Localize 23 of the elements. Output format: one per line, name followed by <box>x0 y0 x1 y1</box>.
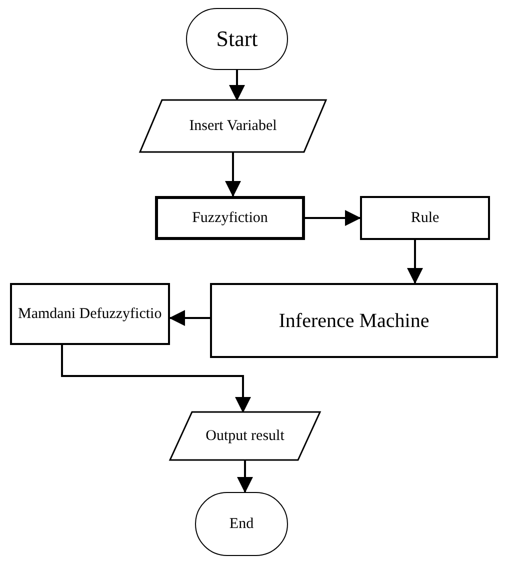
process-box <box>10 283 170 345</box>
process-box <box>155 196 305 240</box>
arrow <box>61 345 251 413</box>
process-box <box>210 283 498 358</box>
process-box <box>360 196 490 240</box>
node-label: Insert Variabel <box>189 117 277 135</box>
input-parallelogram <box>140 100 326 152</box>
arrow <box>169 310 210 326</box>
node-label: Fuzzyfiction <box>192 209 268 227</box>
start-terminal <box>186 8 288 70</box>
end-terminal <box>195 492 288 556</box>
arrow <box>229 70 245 101</box>
node-label: Rule <box>410 209 440 227</box>
node-label: Mamdani Defuzzyfictio <box>18 305 162 323</box>
arrow <box>237 460 253 493</box>
node-label: Start <box>216 26 258 52</box>
arrow <box>407 240 423 284</box>
output-parallelogram <box>170 412 320 460</box>
node-label: Inference Machine <box>278 308 430 332</box>
node-label: Output result <box>206 427 284 445</box>
arrow <box>225 152 241 197</box>
node-label: End <box>229 515 254 533</box>
arrow <box>305 210 361 226</box>
